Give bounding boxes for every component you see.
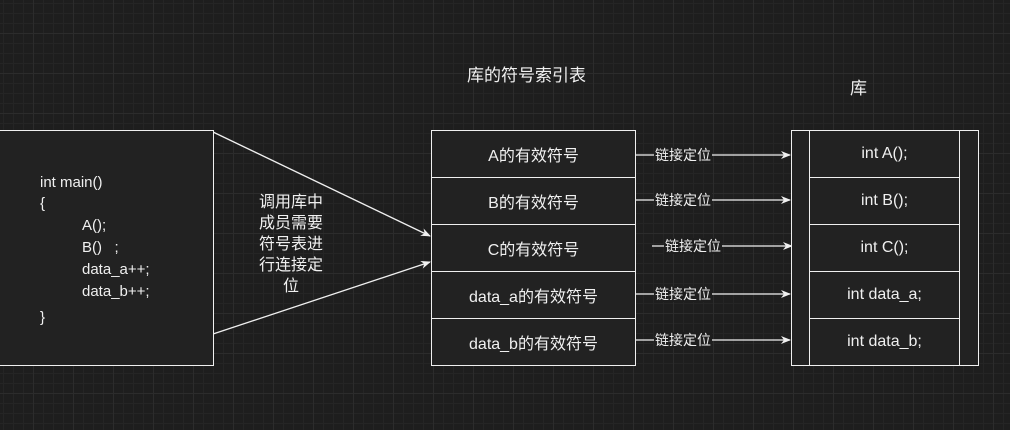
symbol-row-a: A的有效符号 (431, 130, 636, 178)
code-line-close-brace: } (40, 309, 46, 326)
code-line-data-a: data_a++; (82, 261, 150, 278)
symbol-table-title: 库的符号索引表 (467, 66, 586, 85)
symbol-row-b: B的有效符号 (431, 177, 636, 225)
code-line-signature: int main() (40, 174, 103, 191)
link-label-data-b: 链接定位 (654, 332, 712, 348)
main-code-box (0, 130, 214, 366)
code-line-data-b: data_b++; (82, 283, 150, 300)
call-arrow-lower (212, 261, 431, 335)
call-explanation-text: 调用库中 成员需要 符号表进 行连接定 位 (243, 192, 339, 297)
library-left-strip (791, 130, 810, 366)
call-explanation-line: 成员需要 (258, 215, 323, 232)
link-label-b: 链接定位 (654, 192, 712, 208)
library-right-strip (959, 130, 979, 366)
code-line-call-a: A(); (82, 217, 107, 234)
symbol-row-c: C的有效符号 (431, 224, 636, 272)
link-label-a: 链接定位 (654, 147, 712, 163)
symbol-row-data-b: data_b的有效符号 (431, 318, 636, 366)
library-row-c: int C(); (809, 224, 960, 272)
call-arrow-upper (212, 131, 431, 237)
library-row-a: int A(); (809, 130, 960, 178)
call-explanation-line: 符号表进 (258, 236, 323, 253)
call-explanation-line: 位 (282, 278, 299, 295)
library-row-data-a: int data_a; (809, 271, 960, 319)
link-label-c: 链接定位 (664, 238, 722, 254)
symbol-row-data-a: data_a的有效符号 (431, 271, 636, 319)
code-line-call-b: B() ; (82, 239, 119, 256)
code-line-open-brace: { (40, 195, 46, 212)
call-explanation-line: 行连接定 (258, 257, 323, 274)
library-title: 库 (850, 79, 867, 98)
library-row-b: int B(); (809, 177, 960, 225)
link-label-data-a: 链接定位 (654, 286, 712, 302)
library-row-data-b: int data_b; (809, 318, 960, 366)
call-explanation-line: 调用库中 (258, 194, 323, 211)
